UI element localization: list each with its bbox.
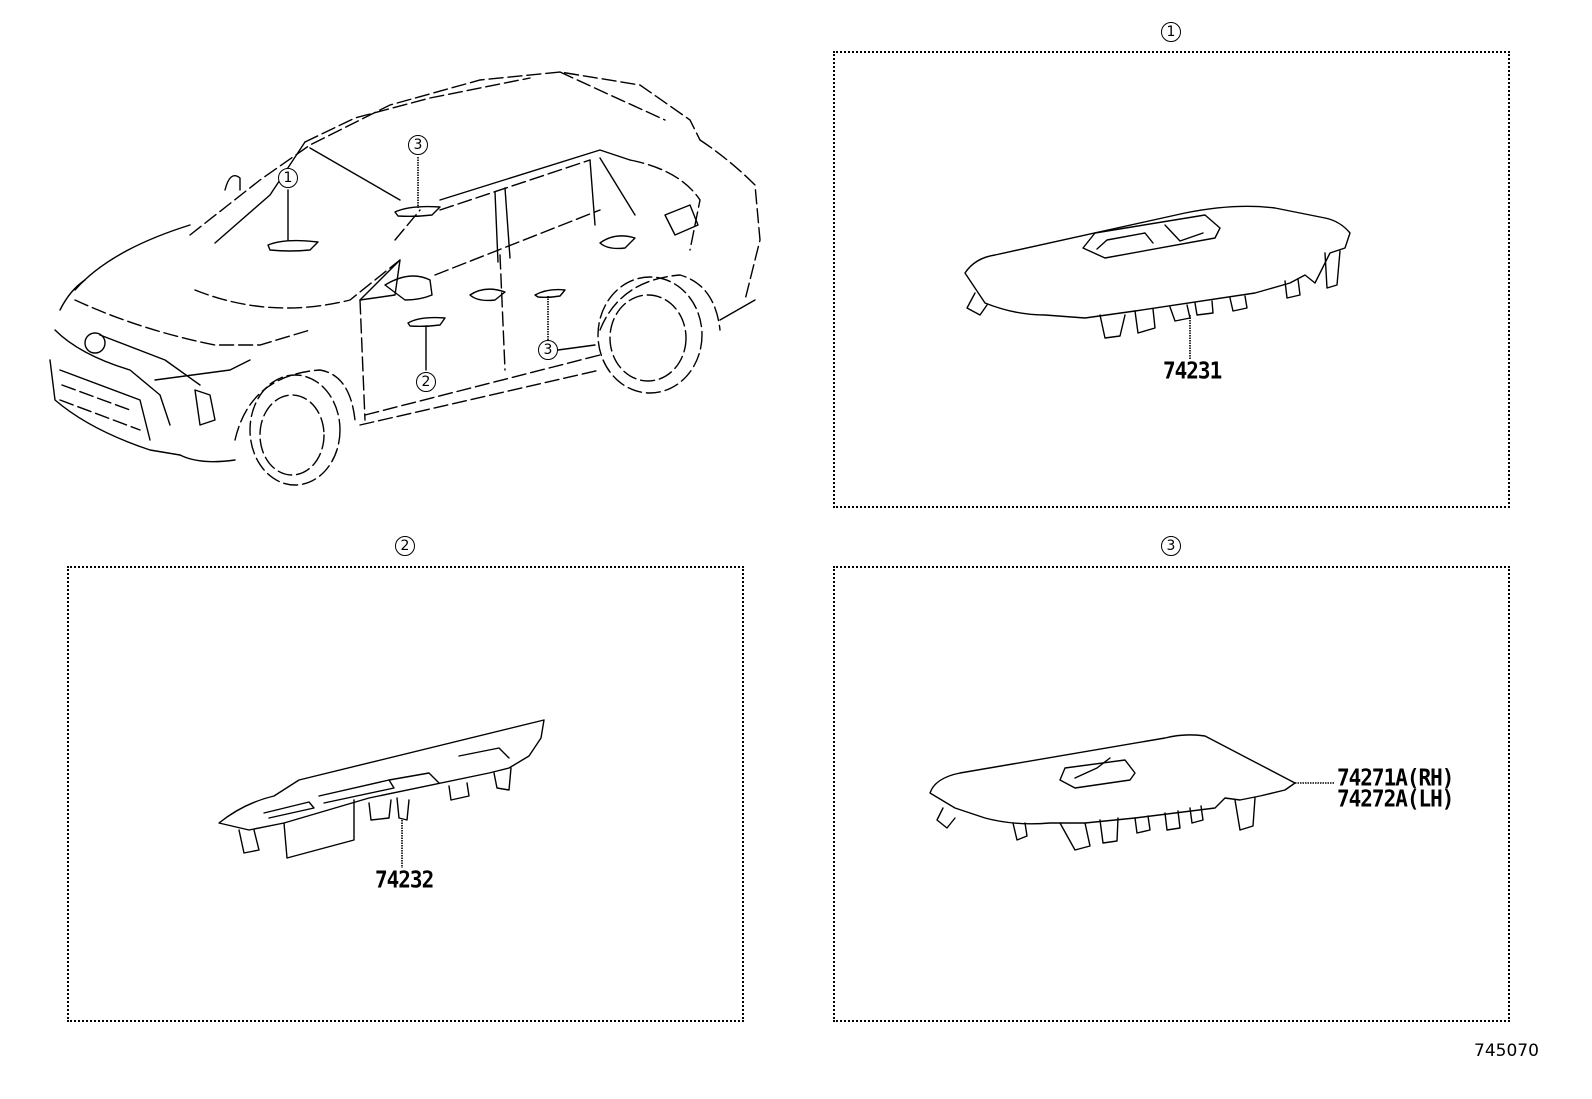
master-window-switch-base-drawing: [964, 205, 1351, 359]
vehicle-overview-illustration: 1 3 2 3: [0, 0, 800, 520]
vehicle-line-drawing: [49, 71, 761, 486]
panel-2-frame: 74232: [67, 566, 744, 1022]
catalog-illustration-number: 745070: [1474, 1041, 1539, 1061]
panel-1-frame: 74231: [833, 51, 1510, 508]
car-callout-3-upper: 3: [408, 135, 428, 155]
panel-3-part-number-rh: 74271A(RH): [1337, 764, 1454, 792]
panel-2-part-number: 74232: [375, 866, 434, 894]
panel-2-callout: 2: [395, 536, 415, 556]
panel-3-frame: 74271A(RH) 74272A(LH): [833, 566, 1510, 1022]
car-callout-1: 1: [278, 168, 298, 188]
panel-1-part-number: 74231: [1163, 357, 1222, 385]
panel-3-part-number-lh: 74272A(LH): [1337, 785, 1454, 813]
panel-3-callout: 3: [1161, 536, 1181, 556]
passenger-window-switch-base-drawing: [218, 719, 545, 868]
car-callout-3-lower: 3: [538, 340, 558, 360]
rear-window-switch-base-drawing: [929, 734, 1335, 851]
panel-1-callout: 1: [1161, 22, 1181, 42]
car-callout-2: 2: [416, 372, 436, 392]
